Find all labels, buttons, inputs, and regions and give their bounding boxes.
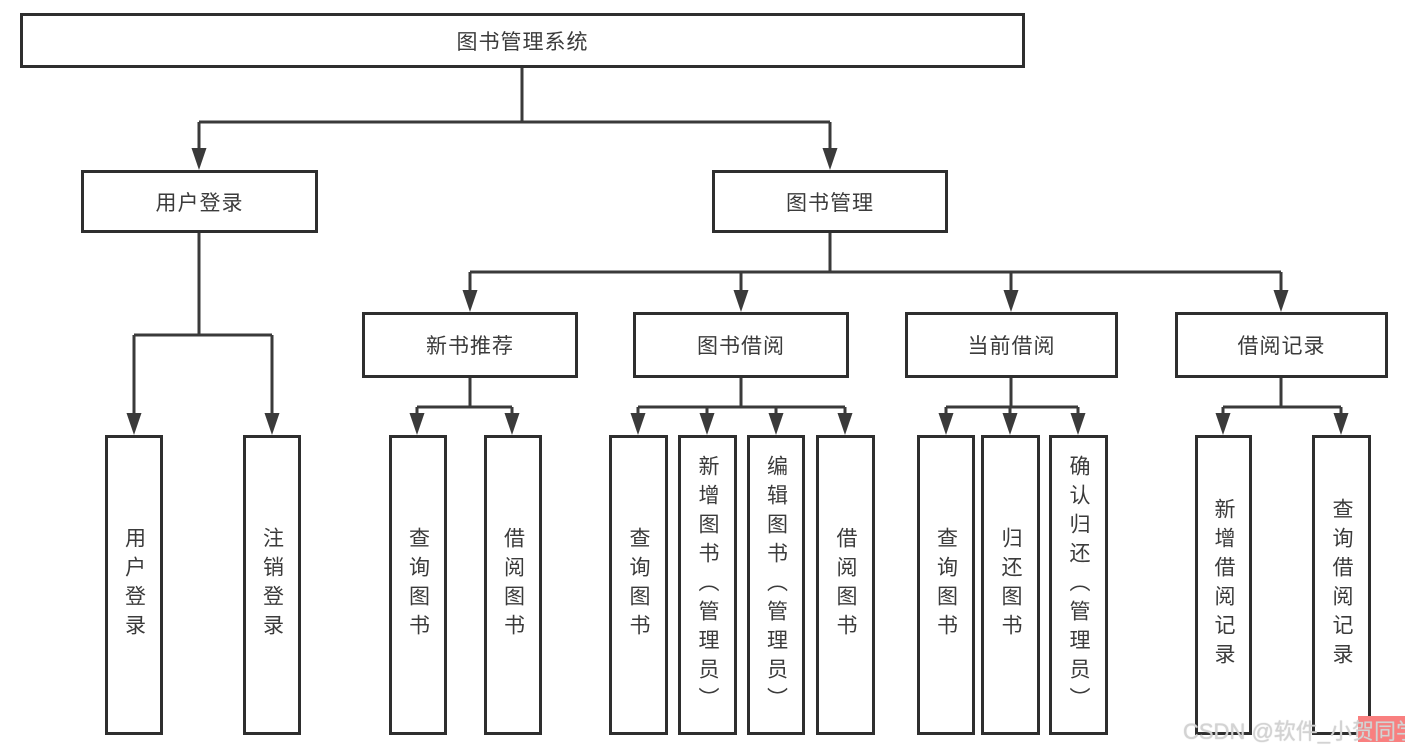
node-label: 用户登录 [155,191,244,215]
node-label: 查询图书 [406,527,430,643]
leaf-query-borrow-record: 查询借阅记录 [1312,435,1371,735]
node-label: 查询图书 [934,527,958,643]
connector-root-to-level2 [197,68,832,150]
node-label: 当前借阅 [967,335,1056,358]
arrow-icon [1215,413,1231,435]
arrow-icon [409,413,425,435]
leaf-query-books-current: 查询图书 [917,435,975,735]
arrow-icon [822,148,838,170]
leaf-logout: 注销登录 [243,435,301,735]
node-label: 图书借阅 [697,335,785,358]
connector-borrow-record-branch [1221,378,1343,415]
connector-user-login-branch [132,233,274,415]
arrow-icon [1333,413,1349,435]
node-label: 编辑图书（管理员） [764,454,788,716]
node-label: 借阅记录 [1237,335,1326,358]
arrow-icon [837,413,853,435]
arrow-icon [699,413,715,435]
arrow-icon [1002,413,1018,435]
arrow-icon [938,413,954,435]
node-label: 新增图书（管理员） [696,454,719,716]
arrow-icon [126,413,142,435]
arrowheads [126,148,1349,435]
connector-book-management-branch [468,233,1283,292]
arrow-icon [264,413,280,435]
leaf-edit-books-admin: 编辑图书（管理员） [747,435,805,735]
connector-book-borrow-branch [636,378,847,415]
node-label: 用户登录 [122,527,146,643]
node-label: 借阅图书 [834,527,857,643]
node-borrowing-records: 借阅记录 [1175,312,1388,378]
watermark-text: CSDN @软件_小贺同学 [1183,719,1405,744]
node-label: 图书管理系统 [456,30,589,54]
watermark-highlight-block [1358,716,1405,742]
arrow-icon [1070,413,1086,435]
arrow-icon [1273,290,1289,312]
leaf-query-books-borrow: 查询图书 [609,435,668,735]
node-label: 新增借阅记录 [1212,498,1235,672]
leaf-borrow-books: 借阅图书 [816,435,875,735]
node-label: 新书推荐 [426,335,514,358]
node-label: 注销登录 [260,527,284,643]
arrow-icon [504,413,520,435]
node-book-management: 图书管理 [712,170,948,233]
node-book-borrowing: 图书借阅 [633,312,849,378]
leaf-add-books-admin: 新增图书（管理员） [678,435,737,735]
node-current-borrowing: 当前借阅 [905,312,1118,378]
leaf-return-books: 归还图书 [981,435,1040,735]
node-label: 归还图书 [999,527,1022,643]
node-label: 借阅图书 [501,527,525,643]
leaf-confirm-return-admin: 确认归还（管理员） [1049,435,1108,735]
arrow-icon [733,290,749,312]
arrow-icon [630,413,646,435]
node-user-login: 用户登录 [81,170,318,233]
leaf-user-login: 用户登录 [105,435,163,735]
arrow-icon [1003,290,1019,312]
leaf-add-borrow-record: 新增借阅记录 [1195,435,1252,735]
node-label: 查询图书 [627,527,650,643]
node-label: 查询借阅记录 [1330,498,1353,672]
arrow-icon [191,148,207,170]
node-label: 图书管理 [786,191,874,215]
arrow-icon [462,290,478,312]
leaf-borrow-books-recommend: 借阅图书 [484,435,542,735]
connector-new-book-branch [415,378,514,415]
node-label: 确认归还（管理员） [1067,454,1090,716]
node-new-book-recommendation: 新书推荐 [362,312,578,378]
node-library-management-system: 图书管理系统 [20,13,1025,68]
connector-current-borrow-branch [944,378,1080,415]
arrow-icon [768,413,784,435]
leaf-query-books-recommend: 查询图书 [389,435,447,735]
